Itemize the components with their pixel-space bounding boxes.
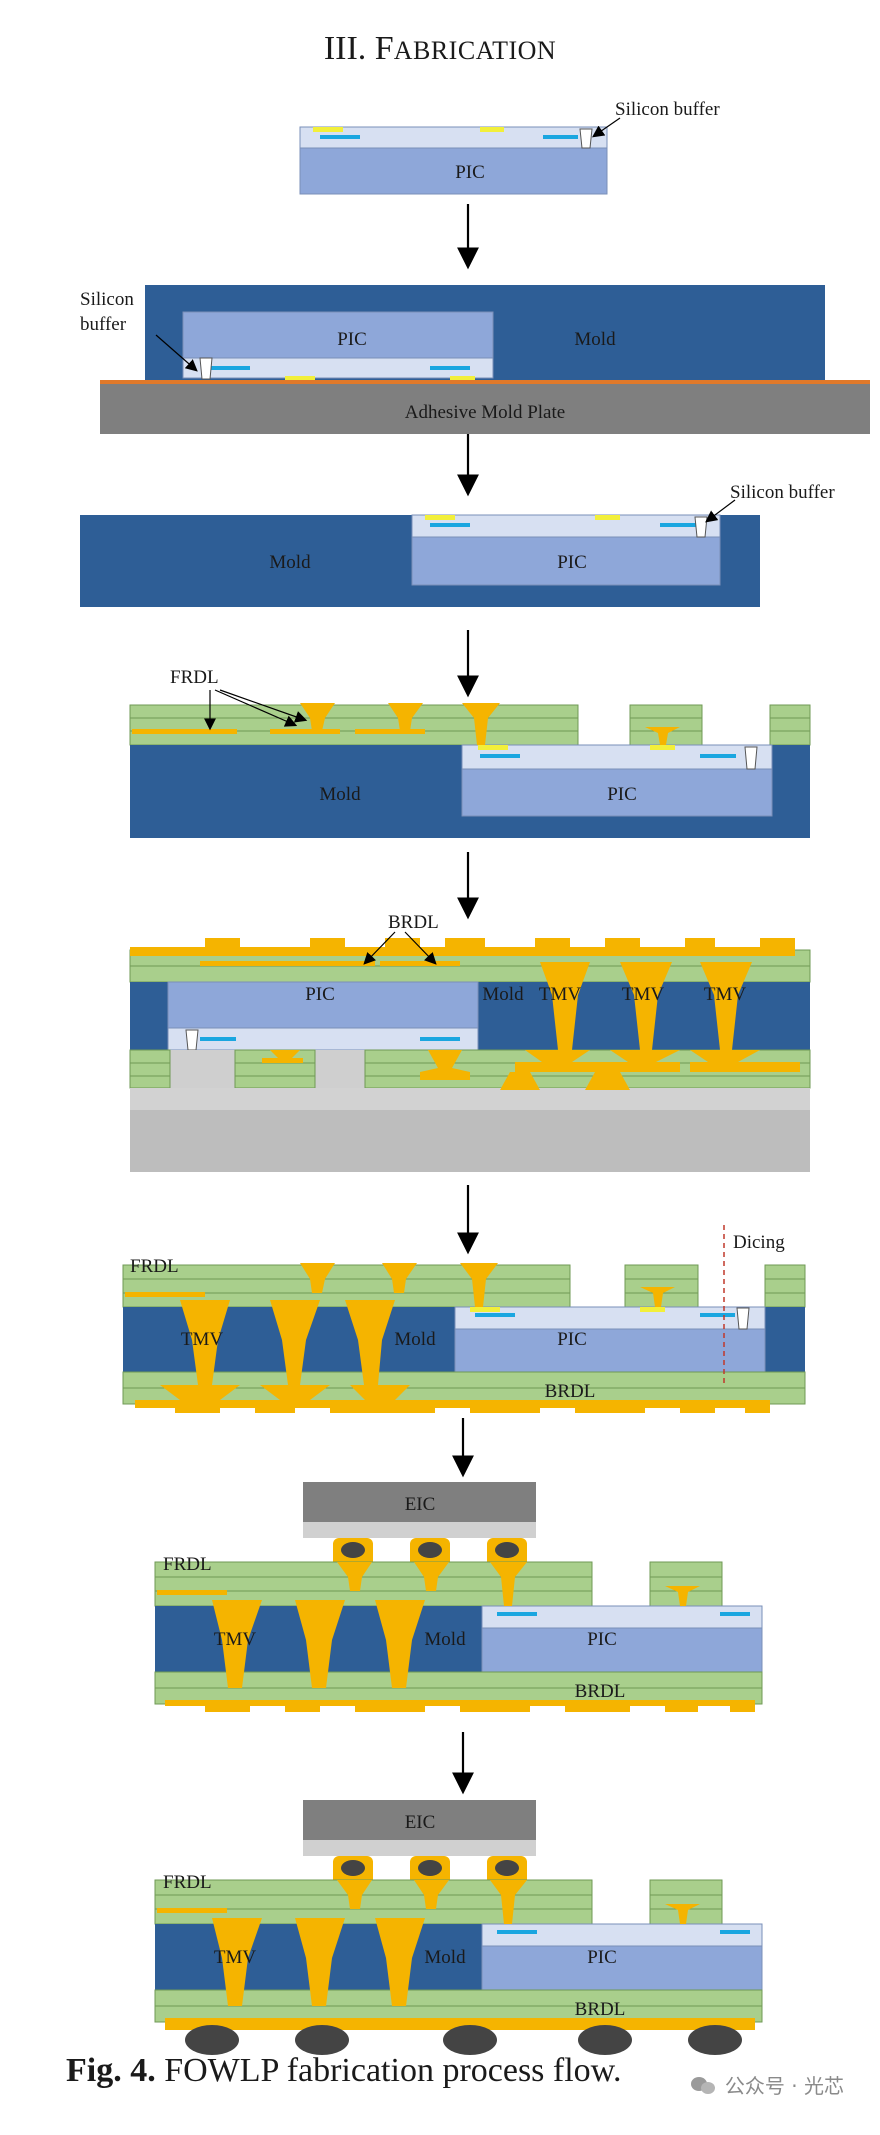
mold-label: Mold [424,1947,466,1968]
step7-eic-attach: FRDL TMV Mold PIC BRDL EIC [154,1482,763,1712]
frdl-label: FRDL [163,1872,212,1893]
silicon-buffer-label: Silicon buffer [730,482,835,503]
step2-molding: PIC Mold Adhesive Mold Plate Silicon buf… [80,285,870,434]
silicon-buffer-label: Silicon buffer [615,99,720,120]
adhesive-plate-label: Adhesive Mold Plate [405,402,565,423]
mold-label: Mold [574,329,616,350]
tmv-label: TMV [214,1629,257,1650]
pic-label: PIC [607,784,637,805]
mold-label: Mold [319,784,361,805]
buffer-label: buffer [80,314,127,335]
eic-label: EIC [405,1812,436,1833]
section-title: III. FABRICATION [323,30,557,67]
frdl-label: FRDL [170,667,219,688]
mold-label: Mold [394,1329,436,1350]
brdl-label: BRDL [575,1999,626,2020]
mold-label: Mold [482,984,524,1005]
brdl-label: BRDL [388,912,439,933]
step5-brdl-tmv: PIC Mold TMV TMV TMV BRDL [129,912,811,1172]
mold-label: Mold [269,552,311,573]
dicing-label: Dicing [733,1232,785,1253]
pic-label: PIC [557,552,587,573]
pic-label: PIC [557,1329,587,1350]
tmv-label: TMV [181,1329,224,1350]
tmv-label: TMV [622,984,665,1005]
step8-solder-balls: FRDL TMV Mold PIC BRDL EIC [154,1800,763,2055]
pic-label: PIC [305,984,335,1005]
step6-dicing: FRDL TMV Mold PIC BRDL Dicing [122,1225,806,1413]
pic-label: PIC [455,162,485,183]
tmv-label: TMV [214,1947,257,1968]
tmv-label: TMV [704,984,747,1005]
brdl-label: BRDL [575,1681,626,1702]
frdl-label: FRDL [130,1256,179,1277]
brdl-label: BRDL [545,1381,596,1402]
mold-label: Mold [424,1629,466,1650]
pic-label: PIC [587,1629,617,1650]
pic-label: PIC [337,329,367,350]
step3-molded-wafer: Mold PIC Silicon buffer [80,482,835,607]
silicon-label: Silicon [80,289,134,310]
pic-label: PIC [587,1947,617,1968]
wechat-icon [690,2075,717,2095]
step1-pic-wafer: PIC Silicon buffer [299,99,720,195]
figure-caption: Fig. 4. FOWLP fabrication process flow. [66,2052,622,2089]
eic-label: EIC [405,1494,436,1515]
frdl-label: FRDL [163,1554,212,1575]
tmv-label: TMV [539,984,582,1005]
watermark: 公众号 · 光芯 [690,2070,844,2099]
step4-frdl: FRDL Mold PIC [129,667,811,838]
